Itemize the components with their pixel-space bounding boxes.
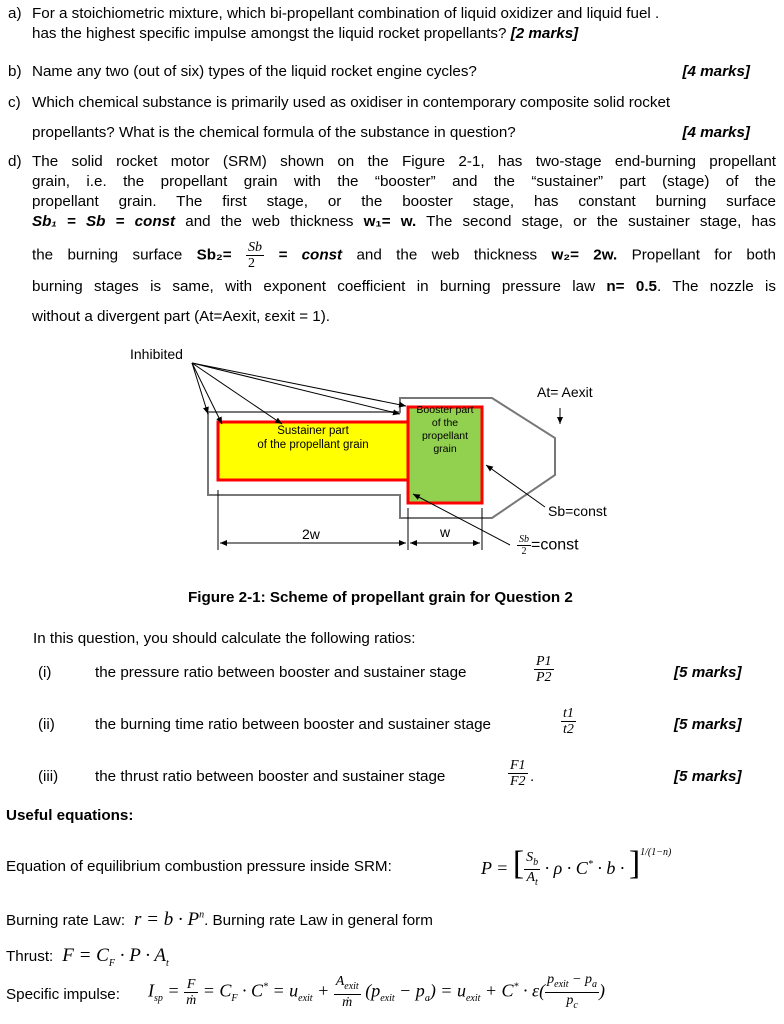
propellant-grain-diagram [191,362,563,550]
inhibited-arrows [191,362,407,425]
question-a-line2: has the highest specific impulse amongst… [32,25,507,42]
question-b-text: Name any two (out of six) types of the l… [32,63,477,80]
question-a-marks: [2 marks] [510,25,579,42]
equations-heading: Useful equations: [6,807,134,824]
question-c-marks: [4 marks] [682,124,750,141]
dim-w-label: w [440,524,451,540]
eq4-row: Specific impulse: [6,986,120,1003]
question-c-label: c) [8,94,21,111]
question-b-marks: [4 marks] [682,63,750,80]
question-d-label: d) [8,153,22,170]
question-c-line2: propellants? What is the chemical formul… [32,124,516,141]
booster-label: Booster part of the propellant grain [416,404,474,455]
question-a-line1: For a stoichiometric mixture, which bi-p… [32,5,660,22]
eq3-row: Thrust: F = CF · P · At [6,945,169,969]
eq1-label: Equation of equilibrium combustion press… [6,858,392,875]
sustainer-label: Sustainer part of the propellant grain [257,425,369,451]
eq2-row: Burning rate Law: r = b · Pn. Burning ra… [6,909,433,930]
question-d-line4: Sb₁ = Sb = const and the web thickness w… [32,213,776,230]
question-d-line2: grain, i.e. the propellant grain with th… [32,173,776,190]
question-d-line7: without a divergent part (At=Aexit, εexi… [32,308,331,325]
at-aexit-label: At= Aexit [537,384,593,400]
question-a-label: a) [8,5,22,22]
ratio-item-1: (i) the pressure ratio between booster a… [38,654,742,685]
ratio-item-2: (ii) the burning time ratio between boos… [38,706,742,737]
booster-grain [406,405,484,505]
question-b-label: b) [8,63,22,80]
inhibited-label: Inhibited [130,346,183,362]
figure-2-1: Inhibited Sustainer part of the propella… [0,340,784,570]
question-d-line6: burning stages is same, with exponent co… [32,278,777,295]
question-a: a) For a stoichiometric mixture, which b… [8,4,776,44]
question-c-line1: Which chemical substance is primarily us… [32,94,671,111]
figure-caption: Figure 2-1: Scheme of propellant grain f… [188,589,573,606]
ratios-intro: In this question, you should calculate t… [33,630,416,647]
ratio-item-3: (iii) the thrust ratio between booster a… [38,758,742,789]
question-d-line1: The solid rocket motor (SRM) shown on th… [32,153,776,170]
sb-const-label: Sb=const [548,503,607,519]
question-c: c) Which chemical substance is primarily… [8,93,776,143]
dim-2w-label: 2w [302,526,320,542]
question-b: b) Name any two (out of six) types of th… [8,62,776,82]
question-d: d) The solid rocket motor (SRM) shown on… [8,152,776,327]
question-d-line3: propellant grain. The first stage, or th… [32,193,776,210]
